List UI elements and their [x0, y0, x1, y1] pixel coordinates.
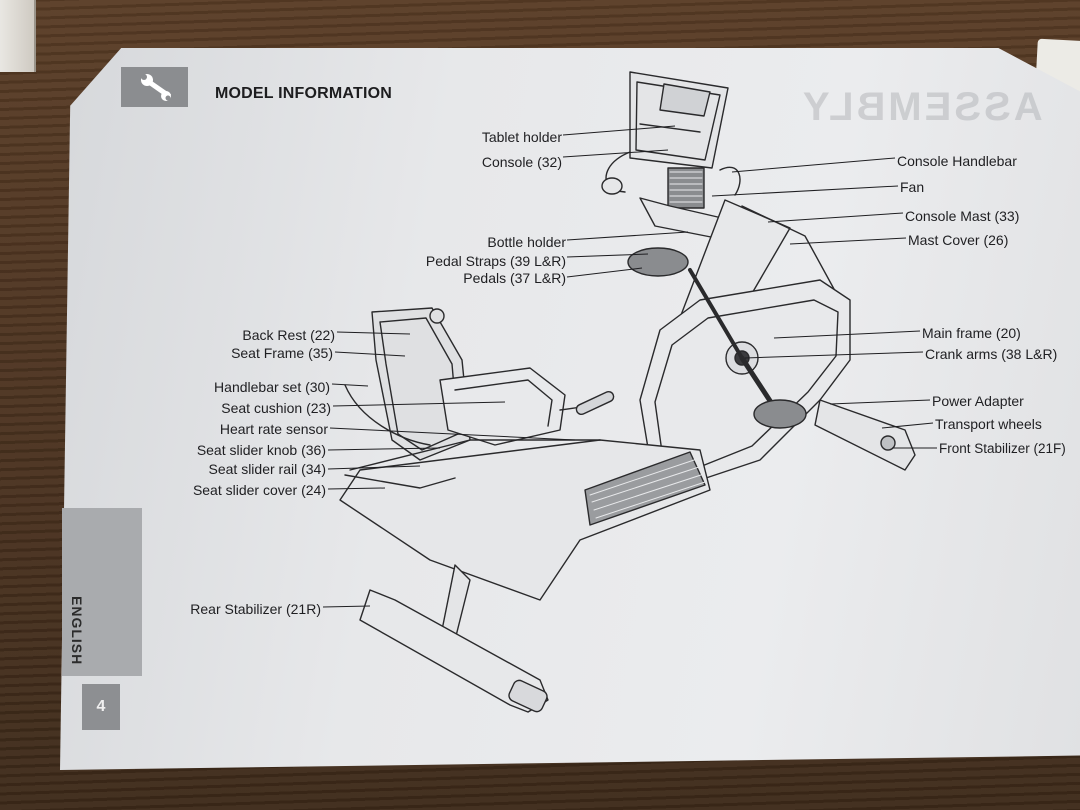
label-power-adapter: Power Adapter [932, 393, 1024, 409]
page-title: MODEL INFORMATION [215, 85, 393, 102]
label-transport-wheels: Transport wheels [935, 416, 1042, 432]
label-rear-stabilizer: Rear Stabilizer (21R) [190, 601, 321, 617]
label-seat-slider-cover: Seat slider cover (24) [192, 482, 326, 498]
label-pedal-straps: Pedal Straps (39 L&R) [425, 253, 566, 269]
label-heart-rate-sensor: Heart rate sensor [219, 421, 328, 437]
label-seat-frame: Seat Frame (35) [231, 345, 333, 361]
label-fan: Fan [900, 179, 925, 195]
label-seat-cushion: Seat cushion (23) [221, 400, 331, 416]
header-tab [121, 67, 188, 107]
label-back-rest: Back Rest (22) [242, 327, 335, 343]
label-seat-slider-rail: Seat slider rail (34) [208, 461, 327, 477]
label-seat-slider-knob: Seat slider knob (36) [196, 442, 326, 458]
label-console-handlebar: Console Handlebar [897, 153, 1017, 169]
page-number-box: 4 [82, 684, 120, 730]
label-tablet-holder: Tablet holder [481, 129, 562, 145]
label-front-stabilizer: Front Stabilizer (21F) [939, 441, 1066, 456]
label-console: Console (32) [481, 154, 562, 170]
page-number: 4 [96, 698, 106, 715]
side-tab [62, 508, 142, 676]
label-handlebar-set: Handlebar set (30) [214, 379, 330, 395]
step-through-base [339, 439, 711, 601]
label-bottle-holder: Bottle holder [487, 234, 566, 250]
fan-drawing [667, 167, 705, 209]
label-console-mast: Console Mast (33) [905, 208, 1020, 224]
label-pedals: Pedals (37 L&R) [463, 270, 566, 286]
console-screen [659, 83, 711, 117]
label-crank-arms: Crank arms (38 L&R) [925, 346, 1058, 362]
book-corner [0, 0, 36, 72]
right-pedal [753, 399, 807, 429]
wrench-icon [140, 74, 171, 101]
label-mast-cover: Mast Cover (26) [908, 232, 1009, 248]
seat-cushion-drawing [439, 367, 566, 446]
label-main-frame: Main frame (20) [922, 325, 1021, 341]
seat-slider-rail-drawing [349, 439, 601, 471]
front-stabilizer-drawing [814, 399, 916, 471]
left-pedal [627, 247, 689, 277]
